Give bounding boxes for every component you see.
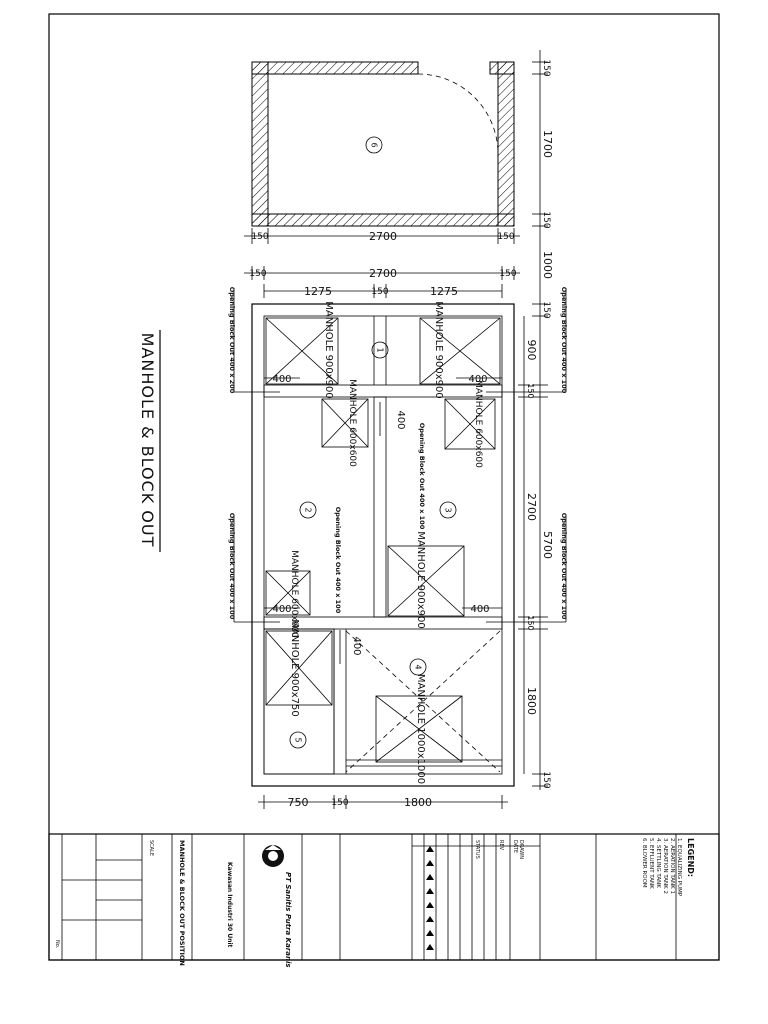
svg-text:150: 150 — [541, 211, 551, 228]
scale-label: SCALE — [148, 840, 154, 856]
svg-text:2700: 2700 — [369, 230, 397, 243]
manhole-3: MANHOLE 900x900 — [387, 531, 465, 629]
svg-text:150: 150 — [497, 232, 514, 242]
svg-text:150: 150 — [249, 269, 266, 279]
room-tag-2 — [299, 501, 317, 519]
svg-text:400: 400 — [272, 374, 291, 385]
svg-text:4: 4 — [414, 664, 423, 669]
svg-text:1700: 1700 — [541, 130, 554, 158]
svg-text:1: 1 — [376, 347, 385, 352]
svg-text:150: 150 — [541, 771, 551, 788]
svg-text:1800: 1800 — [404, 796, 432, 809]
svg-text:1275: 1275 — [304, 285, 332, 298]
manhole-4: MANHOLE 1000x1000 — [345, 630, 501, 784]
svg-text:5700: 5700 — [541, 531, 554, 559]
svg-text:2700: 2700 — [369, 267, 397, 280]
svg-text:1800: 1800 — [525, 687, 538, 715]
project-name: Kawasan Industri 30 Unit — [226, 862, 233, 948]
door-swing — [417, 73, 499, 155]
opening-label-6: Opening Block Out 400 x 100 — [334, 507, 342, 614]
room-tag-1 — [371, 341, 389, 359]
svg-text:400: 400 — [272, 604, 291, 615]
manhole-6: MANHOLE 600x600 — [265, 550, 311, 638]
company-logo — [262, 845, 284, 867]
svg-text:150: 150 — [251, 232, 268, 242]
manhole-1a: MANHOLE 900x900 — [265, 301, 339, 399]
room-tag-4 — [409, 658, 427, 676]
room-tag-6 — [365, 136, 383, 154]
dims-tank-bottom: 750 150 1800 — [258, 795, 508, 809]
manhole-2b: MANHOLE 600x600 — [444, 380, 496, 468]
dims-right-chain: 150 1700 150 1000 150 5700 150 — [532, 50, 554, 790]
sheet-no-label: No. — [54, 940, 60, 949]
legend-item-3: 3. AERATION TANK 2 — [662, 838, 668, 894]
svg-text:400: 400 — [351, 636, 362, 655]
svg-text:2: 2 — [304, 507, 313, 512]
svg-text:1000: 1000 — [541, 251, 554, 279]
svg-text:400: 400 — [470, 604, 489, 615]
revision-marks — [426, 846, 434, 950]
legend-item-4: 4. SETTLING TANK — [655, 838, 661, 888]
title-block — [48, 833, 720, 961]
opening-dims: 400 400 400 400 400 400 — [264, 374, 502, 664]
opening-label-2: Opening Block Out 400 x 100 — [228, 513, 236, 620]
svg-text:150: 150 — [526, 615, 535, 630]
svg-text:150: 150 — [541, 301, 551, 318]
svg-text:150: 150 — [371, 287, 388, 297]
dims-right-inner: 900 150 2700 150 1800 — [518, 316, 538, 774]
manhole-5: MANHOLE 900x750 — [265, 619, 333, 717]
svg-text:400: 400 — [468, 374, 487, 385]
svg-text:MANHOLE 600x600: MANHOLE 600x600 — [347, 379, 357, 467]
room-tag-3 — [439, 501, 457, 519]
svg-text:1275: 1275 — [430, 285, 458, 298]
svg-text:2700: 2700 — [525, 493, 538, 521]
svg-text:400: 400 — [395, 410, 406, 429]
svg-text:MANHOLE 1000x1000: MANHOLE 1000x1000 — [415, 674, 426, 784]
manhole-2a: MANHOLE 600x600 — [321, 379, 369, 467]
company-name: PT Sanitis Putra Karanis — [284, 872, 292, 968]
svg-text:900: 900 — [525, 340, 538, 361]
legend-item-5: 5. EFFLUENT TANK — [648, 838, 654, 889]
svg-text:150: 150 — [526, 383, 535, 398]
drawn-header: DRAWN — [518, 840, 524, 859]
svg-text:5: 5 — [294, 737, 303, 742]
date-header: DATE — [512, 840, 518, 853]
svg-text:MANHOLE 600x600: MANHOLE 600x600 — [473, 380, 483, 468]
opening-label-1: Opening Block Out 400 x 200 — [228, 287, 236, 394]
svg-text:6: 6 — [370, 142, 379, 147]
status-header: STATUS — [474, 840, 480, 859]
svg-text:MANHOLE 600x600: MANHOLE 600x600 — [289, 550, 299, 638]
drawing-title: MANHOLE & BLOCK OUT — [138, 333, 157, 548]
svg-text:MANHOLE 900x900: MANHOLE 900x900 — [433, 301, 444, 399]
rev-header: REV — [498, 840, 504, 851]
opening-label-4: Opening Block Out 400 x 100 — [560, 513, 568, 620]
legend-item-6: 6. BLOWER ROOM — [641, 838, 647, 888]
svg-text:3: 3 — [444, 507, 453, 512]
main-tank — [251, 303, 515, 787]
svg-text:MANHOLE 900x900: MANHOLE 900x900 — [323, 301, 334, 399]
legend-item-2: 2. AERATION TANK 1 — [669, 838, 675, 894]
drawing-name: MANHOLE & BLOCK OUT POSITION — [178, 840, 186, 966]
legend-item-1: 1. EQUALIZING PUMP — [676, 838, 682, 897]
opening-label-5: Opening Block Out 400 x 100 — [418, 423, 426, 530]
opening-label-3: Opening Block Out 400 x 100 — [560, 287, 568, 394]
room-tag-5 — [289, 731, 307, 749]
svg-text:150: 150 — [499, 269, 516, 279]
legend-title: LEGEND: — [686, 838, 695, 877]
blower-room: 6 — [251, 61, 515, 227]
svg-text:MANHOLE 900x900: MANHOLE 900x900 — [415, 531, 426, 629]
opening-leaders — [233, 288, 567, 623]
svg-text:MANHOLE 900x750: MANHOLE 900x750 — [289, 619, 300, 717]
dims-tank-top: 150 2700 150 1275 150 1275 — [244, 266, 520, 298]
svg-text:150: 150 — [541, 59, 551, 76]
svg-text:750: 750 — [288, 796, 309, 809]
svg-text:150: 150 — [331, 798, 348, 808]
manhole-1b: MANHOLE 900x900 — [419, 301, 501, 399]
dims-blower-bottom: 150 2700 150 — [244, 228, 520, 244]
